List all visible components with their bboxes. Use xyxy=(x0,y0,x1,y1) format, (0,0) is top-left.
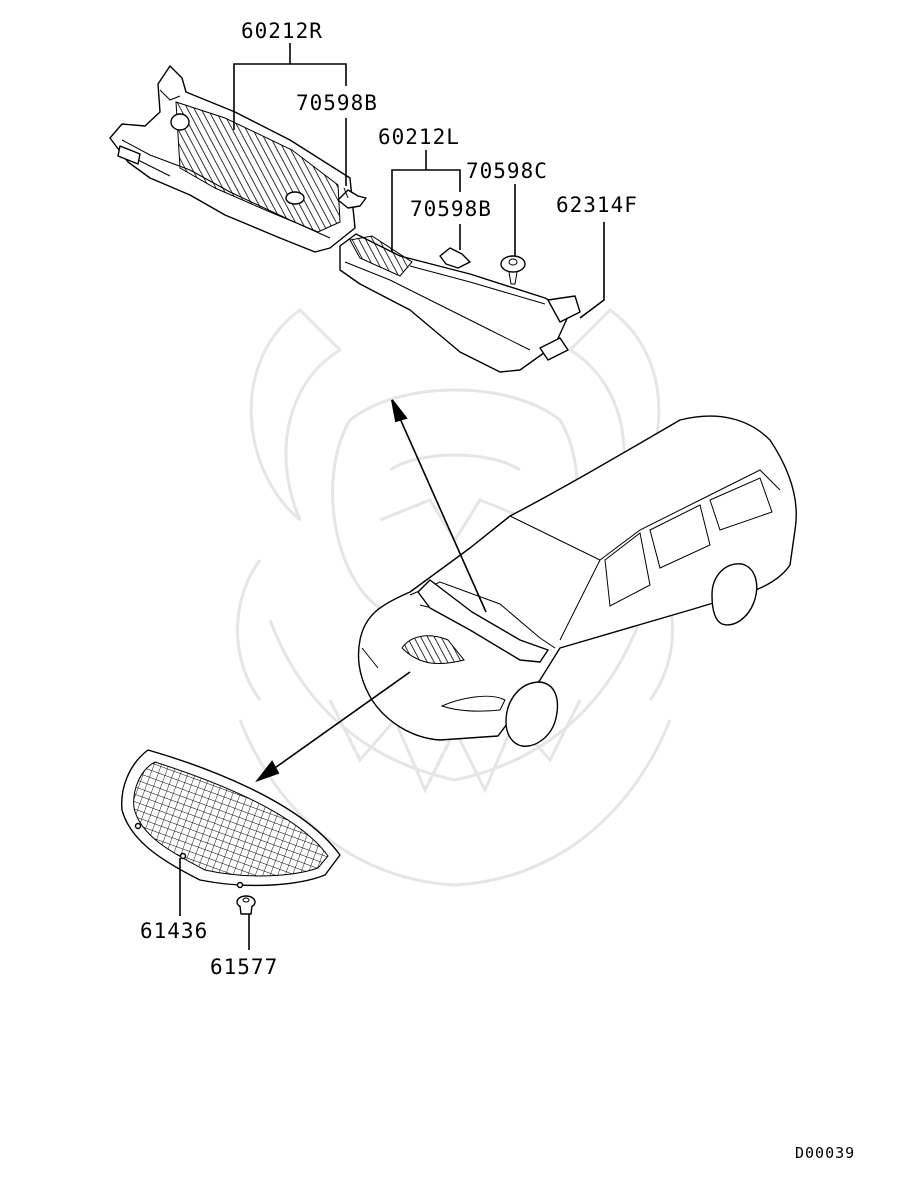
label-cowl-top-right: 60212R xyxy=(241,19,323,43)
arrow-to-grille xyxy=(255,671,411,783)
label-grille-clip: 61577 xyxy=(210,955,278,979)
leader-lines xyxy=(179,43,605,950)
cowl-screw-part xyxy=(500,255,526,285)
grille-clip-part xyxy=(236,895,256,915)
label-cowl-clip-right: 70598B xyxy=(296,91,378,115)
label-cowl-clip-left: 70598B xyxy=(410,197,492,221)
car-outline xyxy=(357,415,797,747)
cowl-top-left-part xyxy=(339,233,581,373)
label-front-grille: 61436 xyxy=(140,919,208,943)
front-grille-part xyxy=(121,749,341,889)
label-cowl-screw: 70598C xyxy=(466,159,548,183)
label-cowl-top-left: 60212L xyxy=(378,125,460,149)
arrow-to-cowl xyxy=(391,399,487,613)
label-cowl-seal: 62314F xyxy=(556,193,638,217)
cowl-top-right-part xyxy=(109,65,356,253)
cowl-clip-left-part xyxy=(439,247,471,269)
cowl-clip-right-part xyxy=(337,187,367,209)
diagram-code: D00039 xyxy=(795,1144,855,1162)
